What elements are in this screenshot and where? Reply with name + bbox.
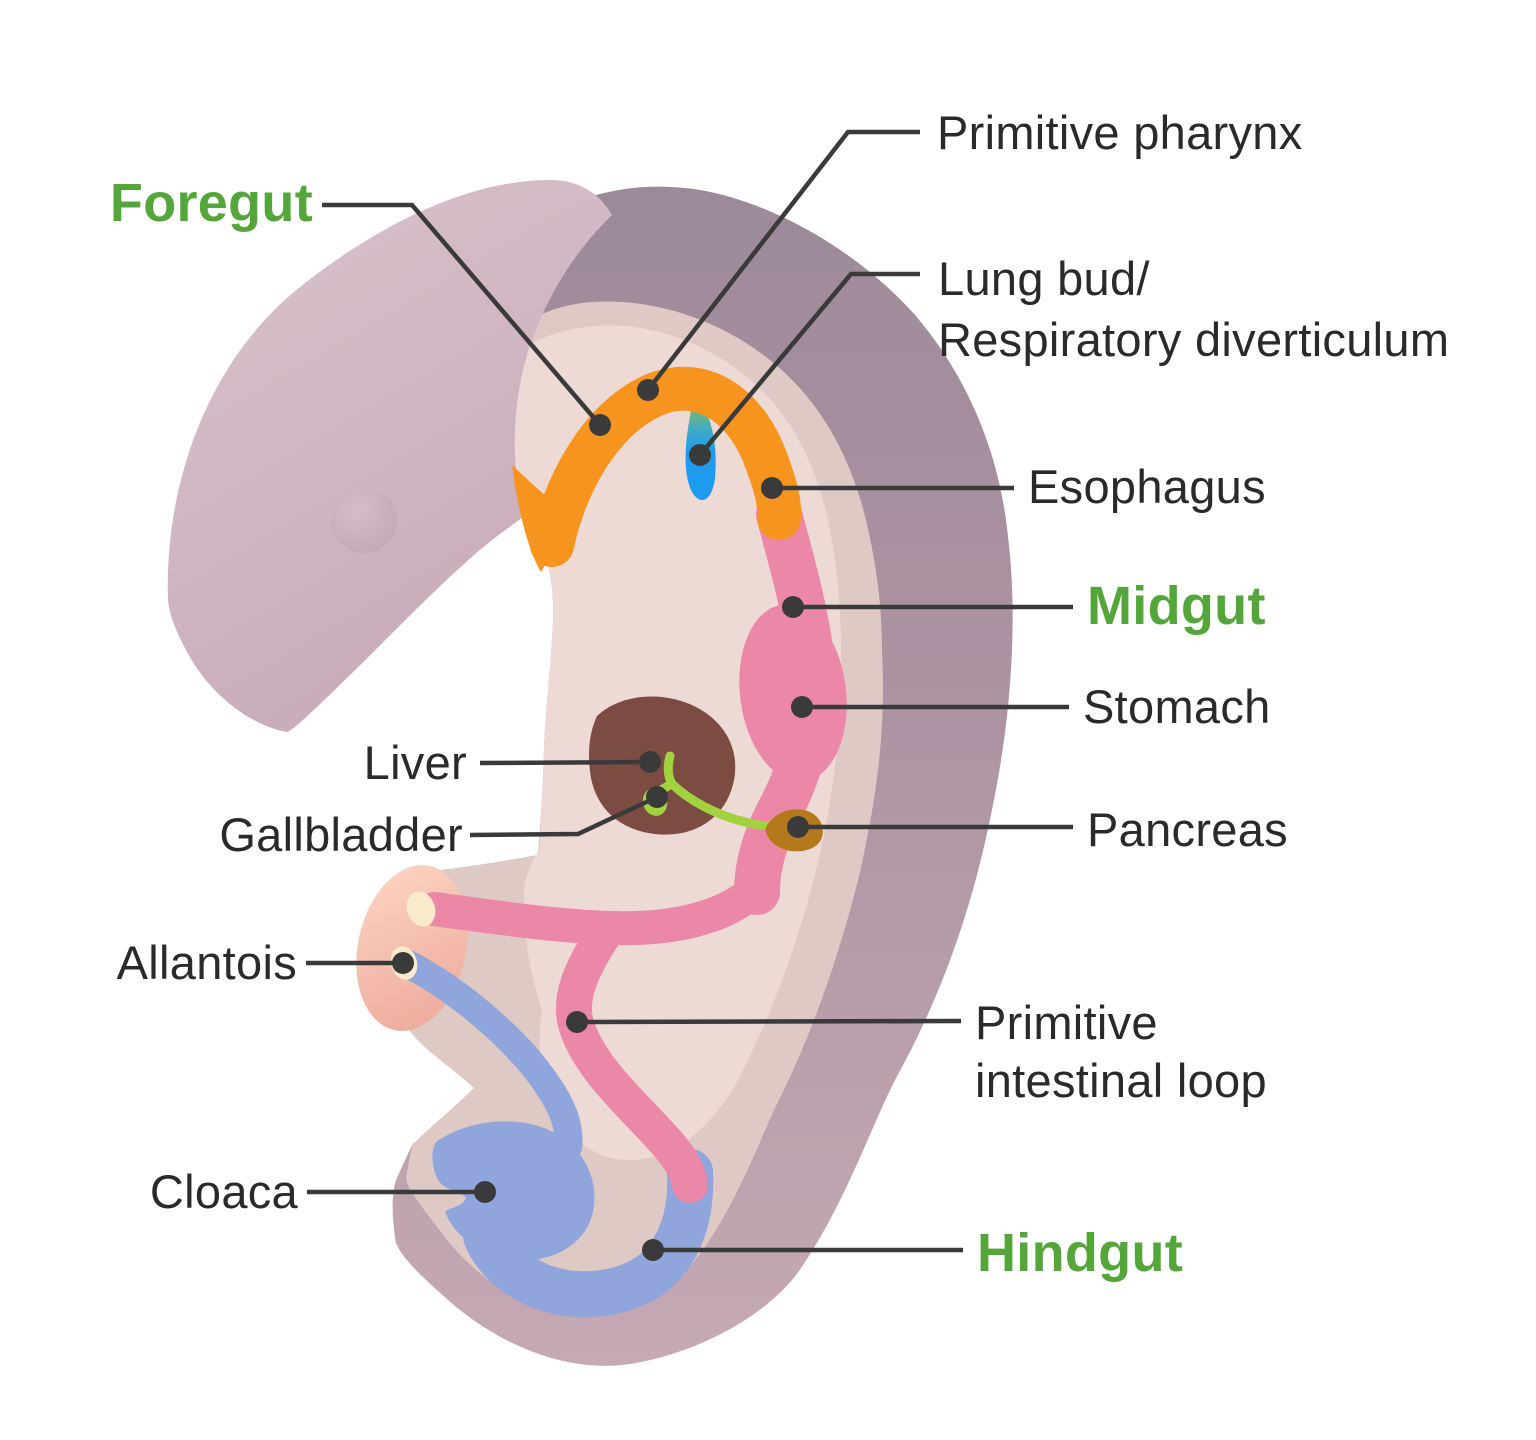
dot-gallbladder	[646, 786, 668, 808]
label-midgut: Midgut	[1087, 576, 1266, 636]
label-foregut: Foregut	[109, 173, 313, 233]
label-cloaca: Cloaca	[149, 1165, 298, 1218]
dot-primitive-pharynx	[637, 379, 659, 401]
label-pancreas: Pancreas	[1087, 803, 1288, 856]
dot-midgut	[782, 596, 804, 618]
allantois-tube	[392, 949, 583, 1161]
leader-primitive-pharynx	[646, 129, 920, 392]
dot-esophagus	[761, 477, 783, 499]
dot-pancreas	[787, 816, 809, 838]
dot-allantois	[392, 952, 414, 974]
label-stomach: Stomach	[1083, 680, 1271, 733]
foregut-base-flare	[512, 465, 572, 572]
label-liver: Liver	[363, 736, 467, 789]
leader-dots	[392, 379, 813, 1261]
label-hindgut: Hindgut	[977, 1223, 1184, 1283]
leader-lines	[306, 129, 1073, 1253]
leader-foregut	[322, 202, 602, 427]
label-lung-bud: Lung bud/ Respiratory diverticulum	[938, 252, 1450, 367]
dot-cloaca	[474, 1181, 496, 1203]
label-allantois: Allantois	[116, 936, 297, 989]
otic-vesicle-bump	[331, 487, 397, 553]
stomach-bulge	[739, 604, 847, 782]
dot-liver	[639, 751, 661, 773]
primitive-intestinal-loop-tube	[555, 916, 708, 1203]
leader-lung-bud	[698, 271, 920, 457]
embryo-head	[167, 180, 612, 732]
dot-hindgut	[642, 1239, 664, 1261]
dot-lung-bud	[689, 444, 711, 466]
leader-liver	[479, 759, 651, 766]
leader-gallbladder	[469, 794, 658, 838]
label-gallbladder: Gallbladder	[219, 808, 463, 861]
cloaca-shape	[432, 1121, 595, 1261]
leader-primitive-intestinal-loop	[576, 1018, 962, 1025]
dot-foregut	[589, 414, 611, 436]
vitelline-duct-tip	[406, 891, 436, 927]
dot-primitive-intestinal-loop	[566, 1011, 588, 1033]
hindgut-tube	[463, 1149, 714, 1318]
label-primitive-pharynx: Primitive pharynx	[937, 106, 1303, 159]
label-primitive-intestinal-loop: Primitive intestinal loop	[975, 996, 1267, 1107]
common-duct	[667, 779, 778, 831]
label-esophagus: Esophagus	[1028, 460, 1266, 513]
dot-stomach	[791, 696, 813, 718]
hindgut-group	[392, 949, 714, 1318]
